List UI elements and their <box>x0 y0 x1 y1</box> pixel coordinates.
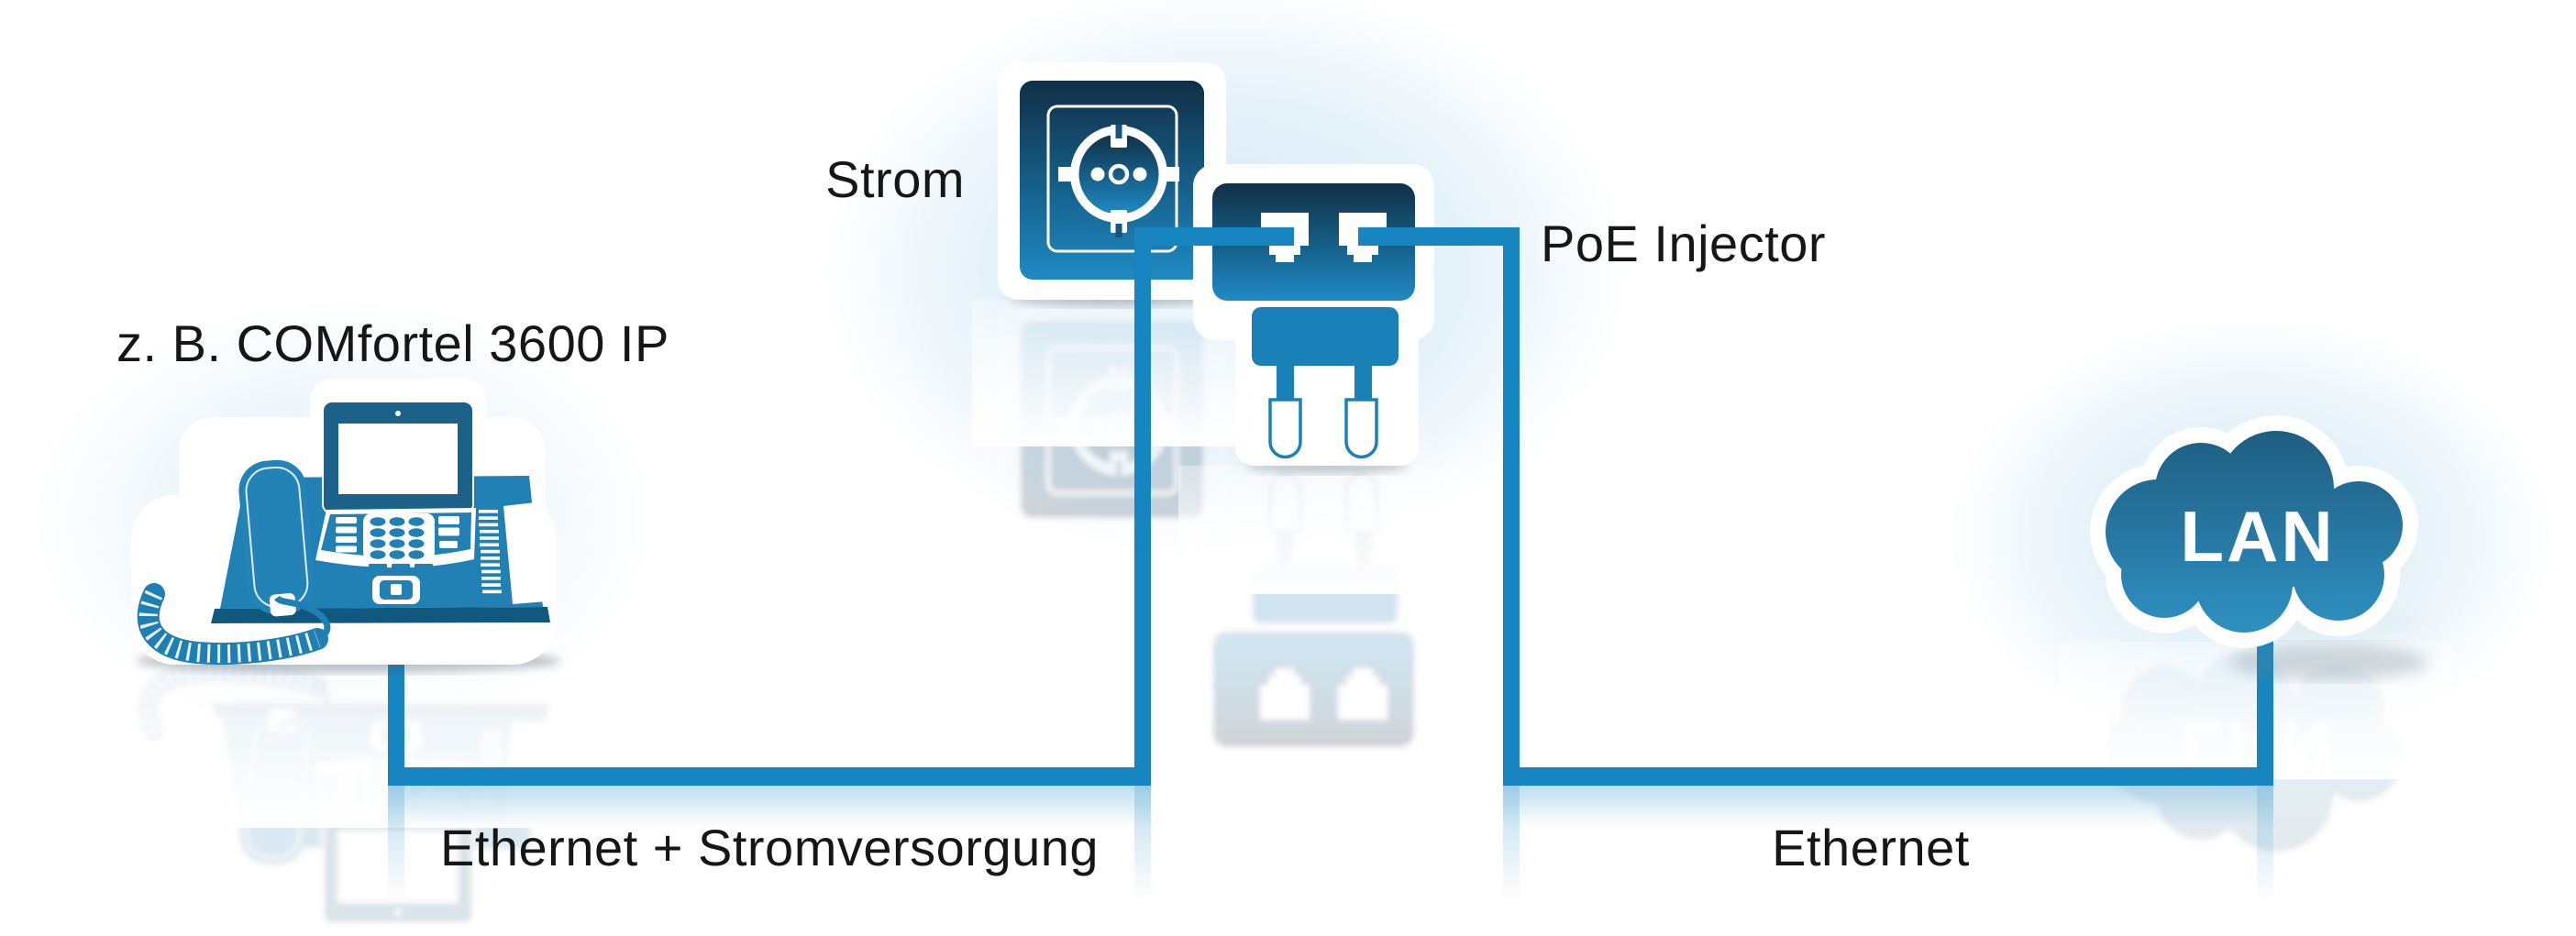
cable-right-label: Ethernet <box>1772 819 1970 876</box>
lan-cloud-label: LAN <box>2180 496 2335 577</box>
phone-cord <box>137 583 331 666</box>
poe-injector-icon <box>1193 164 1434 474</box>
phone-label: z. B. COMfortel 3600 IP <box>116 314 669 372</box>
power-outlet-label: Strom <box>825 150 965 208</box>
lan-cloud-icon: LAN <box>2090 415 2428 680</box>
diagram-labels: z. B. COMfortel 3600 IP Strom PoE Inject… <box>116 150 1970 876</box>
phone-keypad <box>315 508 476 604</box>
cable-phone-to-injector <box>388 227 1294 786</box>
cable-left-label: Ethernet + Stromversorgung <box>440 819 1099 876</box>
ip-phone-icon <box>131 379 561 673</box>
phone-handset <box>238 459 315 617</box>
cable-injector-to-lan <box>1358 227 2273 786</box>
power-socket-icon <box>998 62 1226 307</box>
ethernet-cables <box>388 227 2273 786</box>
phone-display <box>322 401 474 514</box>
phone-grille <box>479 510 502 594</box>
cable-reflections <box>388 786 2273 900</box>
cloud-fill <box>2106 431 2403 633</box>
poe-injector-label: PoE Injector <box>1541 215 1826 272</box>
